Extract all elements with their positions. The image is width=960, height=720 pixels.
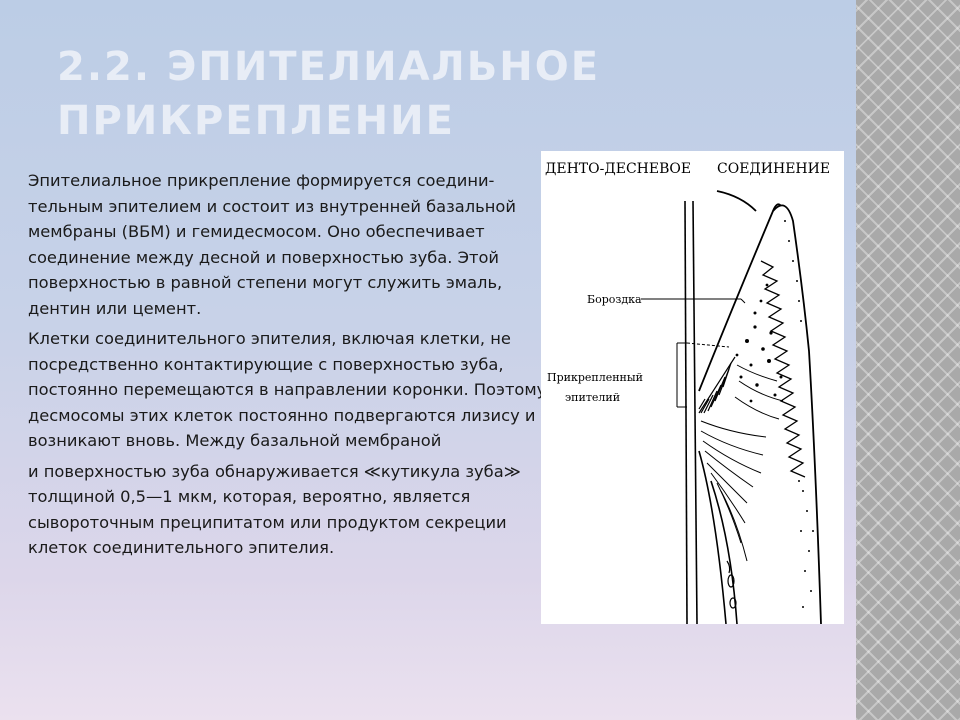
- paragraph-2: Клетки соединительного эпителия, включая…: [28, 329, 547, 450]
- paragraph-3: и поверхностью зуба обнаруживается ≪кути…: [28, 461, 521, 558]
- rete-pegs: [760, 260, 806, 478]
- slide-title-line-2: ПРИКРЕПЛЕНИЕ: [57, 98, 455, 144]
- figure-heading-left: ДЕНТО-ДЕСНЕВОЕ: [545, 161, 691, 177]
- dentogingival-junction-figure: ДЕНТО-ДЕСНЕВОЕ СОЕДИНЕНИЕ Бороздка: [541, 151, 844, 624]
- body-text: Эпителиальное прикрепление формируется с…: [28, 168, 568, 566]
- figure-heading-right: СОЕДИНЕНИЕ: [717, 161, 830, 177]
- attached-epithelium-label-2: эпителий: [565, 391, 620, 404]
- paragraph-1: Эпителиальное прикрепление формируется с…: [28, 171, 516, 318]
- attached-epithelium-label-1: Прикрепленный: [547, 371, 643, 384]
- slide-title: 2.2. ЭПИТЕЛИАЛЬНОЕ ПРИКРЕПЛЕНИЕ: [57, 40, 617, 148]
- gingiva-outline: [698, 190, 822, 624]
- decorative-side-pattern: [856, 0, 960, 720]
- junctional-epithelium-hatching: [698, 356, 736, 414]
- root-marks: [726, 560, 737, 609]
- sulcus-label: Бороздка: [587, 293, 642, 306]
- connective-fibers: [700, 364, 784, 562]
- tooth-outline: [684, 200, 738, 624]
- cell-stippling: [735, 220, 814, 608]
- dentogingival-junction-diagram: ДЕНТО-ДЕСНЕВОЕ СОЕДИНЕНИЕ Бороздка: [545, 161, 830, 624]
- slide-title-line-1: 2.2. ЭПИТЕЛИАЛЬНОЕ: [57, 44, 601, 90]
- attached-epithelium-bracket: [676, 342, 730, 408]
- sulcus-pointer: [641, 298, 746, 304]
